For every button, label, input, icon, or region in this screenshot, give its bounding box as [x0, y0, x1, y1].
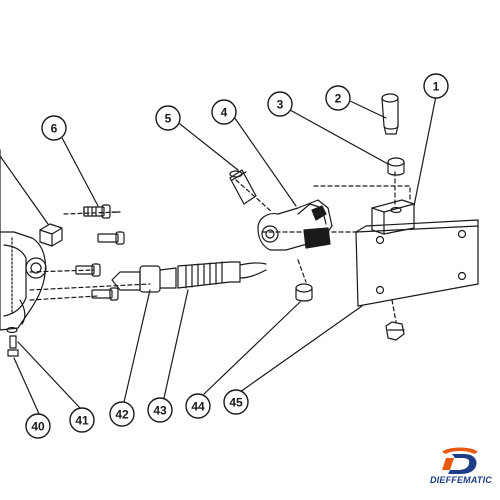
cable-assembly: [111, 261, 267, 293]
callout-41: 41: [69, 407, 95, 433]
bushing-part-44: [295, 283, 313, 302]
svg-text:3: 3: [277, 98, 284, 112]
svg-text:4: 4: [221, 106, 228, 120]
svg-text:43: 43: [153, 404, 167, 418]
callout-42: 42: [109, 401, 135, 427]
callout-4: 4: [211, 99, 237, 125]
small-fasteners-40-41: [6, 326, 19, 357]
pin-part-5: [229, 169, 257, 205]
callouts: 1 2 3 4 5 6 40 41: [25, 73, 449, 439]
svg-text:5: 5: [165, 112, 172, 126]
svg-text:41: 41: [75, 414, 89, 428]
callout-40: 40: [25, 413, 51, 439]
svg-text:42: 42: [115, 408, 129, 422]
callout-1: 1: [423, 73, 449, 99]
callout-3: 3: [267, 91, 293, 117]
washer-part-3: [387, 157, 405, 176]
callout-45: 45: [223, 389, 249, 415]
valve-housing: [0, 149, 47, 331]
callout-44: 44: [185, 393, 211, 419]
svg-text:2: 2: [335, 92, 342, 106]
bolt-part-6: [83, 204, 123, 219]
svg-text:44: 44: [191, 400, 205, 414]
callout-6: 6: [41, 115, 67, 141]
mounting-plate-part-45: [355, 219, 479, 307]
callout-2: 2: [325, 85, 351, 111]
small-bolts: [75, 231, 125, 301]
leader-lines: [0, 95, 437, 417]
callout-5: 5: [155, 105, 181, 131]
svg-text:1: 1: [433, 80, 440, 94]
svg-text:40: 40: [31, 420, 45, 434]
plate-nut: [385, 321, 405, 341]
brand-name: DIEFFEMATIC: [429, 475, 493, 485]
housing-nut: [39, 223, 63, 247]
lever-part-4: [257, 199, 333, 251]
brand-logo: DIEFFEMATIC: [428, 446, 494, 492]
svg-text:6: 6: [51, 122, 58, 136]
block-part-1: [371, 199, 415, 235]
pin-part-2: [381, 93, 399, 135]
brand-mark-icon: [442, 447, 478, 474]
svg-text:45: 45: [229, 396, 243, 410]
callout-43: 43: [147, 397, 173, 423]
